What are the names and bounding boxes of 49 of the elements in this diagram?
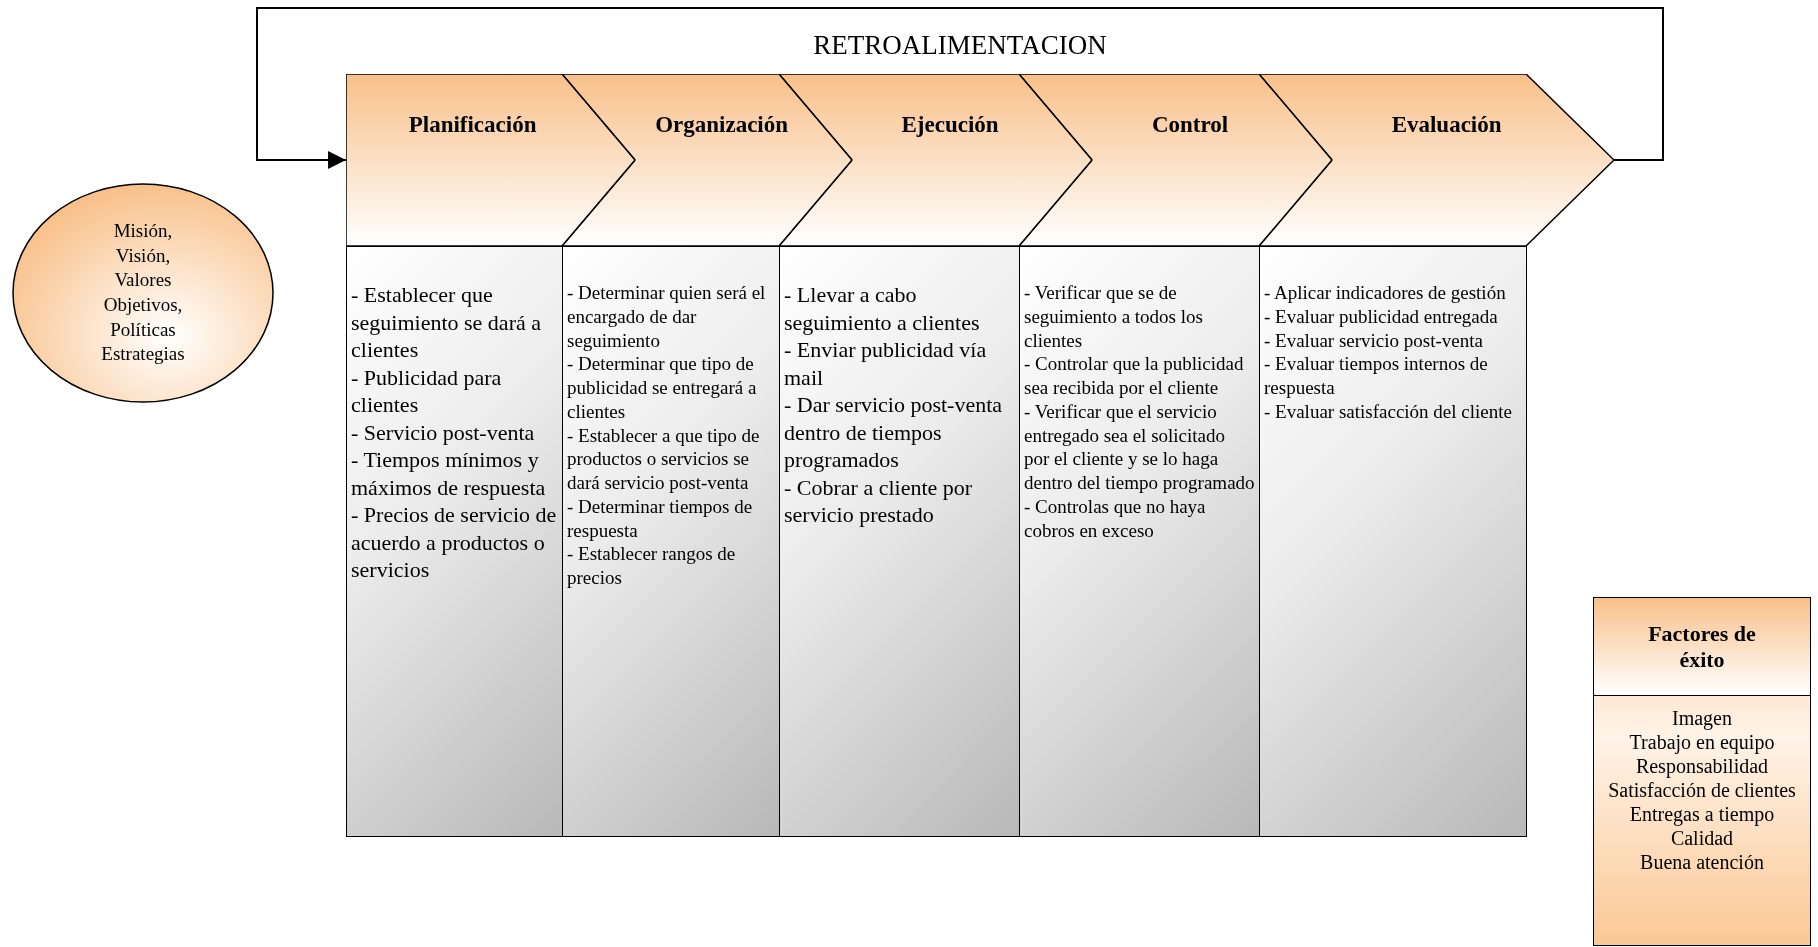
ellipse-text: Misión, (112, 218, 174, 243)
factor-item: Entregas a tiempo (1628, 802, 1776, 826)
list-item: - Cobrar a cliente por servicio prestado (784, 473, 974, 529)
list-item: - Evaluar servicio post-venta (1264, 328, 1484, 353)
stage-title: Organización (654, 112, 790, 138)
success-factors-box (1593, 597, 1811, 946)
stage-title: Evaluación (1390, 112, 1503, 138)
stage-header (1259, 74, 1614, 246)
list-item: - Publicidad para clientes (351, 363, 503, 419)
stage-header (1019, 74, 1332, 246)
factor-item: Buena atención (1639, 850, 1765, 874)
list-item: - Aplicar indicadores de gestión (1264, 281, 1507, 305)
factor-item: Calidad (1669, 826, 1735, 850)
stage-header (562, 74, 852, 246)
factor-item: Satisfacción de clientes (1607, 778, 1797, 802)
list-item: - Determinar que tipo de publicidad se entregará a clientes (567, 352, 758, 424)
list-item: - Enviar publicidad vía mail (784, 336, 988, 391)
ellipse-text: Políticas (109, 317, 177, 342)
list-item: - Verificar que se de seguimiento a todos los clientes (1024, 281, 1204, 353)
list-item: - Verificar que el servicio entregado sea el solicitado por el cliente y se lo haga dentro del tiempo programado (1024, 399, 1255, 495)
list-item: - Evaluar satisfacción del cliente (1264, 399, 1513, 424)
list-item: - Dar servicio post-venta dentro de tiempos programados (784, 391, 1004, 474)
list-item: - Establecer rangos de precios (567, 542, 737, 590)
list-item: - Determinar tiempos de respuesta (567, 494, 754, 543)
box-heading: Factores de éxito (1594, 598, 1810, 696)
feedback-arrow (256, 7, 1664, 169)
factor-item: Trabajo en equipo (1628, 730, 1776, 754)
list-item: - Tiempos mínimos y máximos de respuesta (351, 446, 547, 501)
factor-item: Responsabilidad (1634, 754, 1770, 778)
list-item: - Establecer que seguimiento se dará a clientes (351, 281, 542, 364)
ellipse-text: Visión, (114, 243, 172, 268)
stage-title: Ejecución (900, 112, 1000, 138)
list-item: - Precios de servicio de acuerdo a productos o servicios (351, 501, 558, 584)
list-item: - Llevar a cabo seguimiento a clientes (784, 281, 981, 336)
list-item: - Evaluar tiempos internos de respuesta (1264, 352, 1489, 400)
list-item: - Evaluar publicidad entregada (1264, 304, 1499, 329)
factor-item: Imagen (1671, 706, 1733, 730)
ellipse-text: Estrategias (100, 342, 186, 367)
stage-title: Planificación (407, 112, 538, 138)
list-item: - Determinar quien será el encargado de dar seguimiento (567, 281, 767, 353)
list-item: - Servicio post-venta (351, 418, 536, 446)
list-item: - Controlas que no haya cobros en exceso (1024, 494, 1207, 543)
list-item: - Establecer a que tipo de productos o servicios se dará servicio post-venta (567, 423, 761, 495)
ellipse-text: Valores (113, 268, 173, 293)
ellipse-node (12, 183, 274, 403)
stage-header (346, 74, 635, 246)
list-item: - Controlar que la publicidad sea recibida por el cliente (1024, 352, 1245, 400)
ellipse-text: Objetivos, (102, 293, 184, 317)
stage-title: Control (1150, 112, 1230, 138)
